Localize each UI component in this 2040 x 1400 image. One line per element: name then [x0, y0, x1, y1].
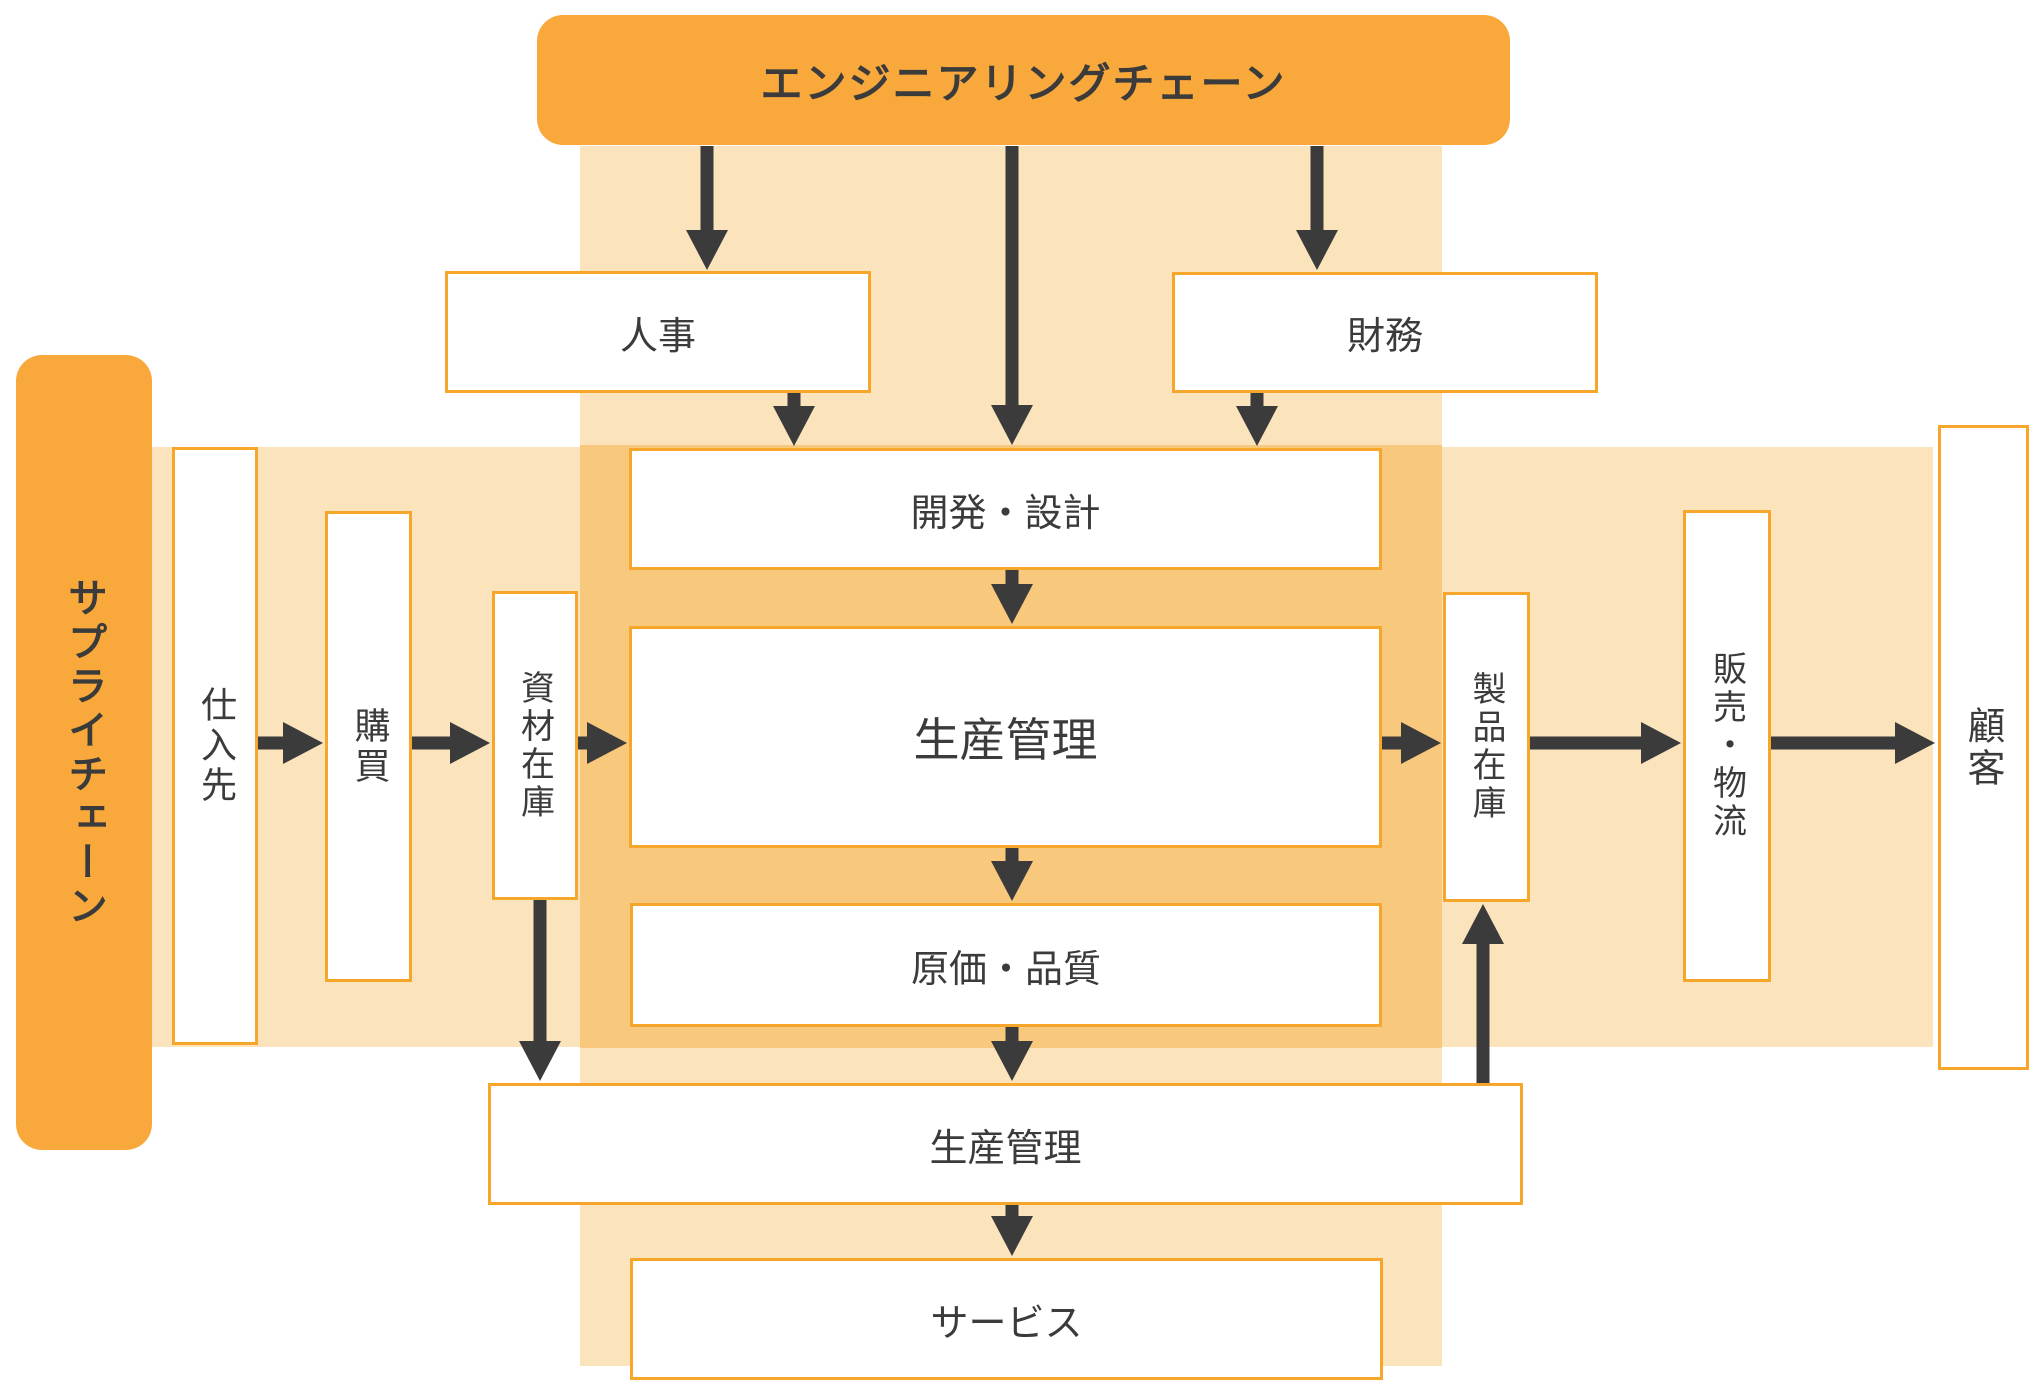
node-finance-label: 財務: [1346, 314, 1423, 358]
node-production-mgmt-lower-label: 生産管理: [929, 1125, 1082, 1170]
node-product-inventory: 製品在庫: [1443, 592, 1530, 902]
node-supplier-label: 仕入先: [195, 686, 236, 806]
engineering-chain-label: エンジニアリングチェーン: [537, 15, 1510, 145]
node-material-inventory: 資材在庫: [492, 591, 578, 900]
node-cost-quality: 原価・品質: [630, 903, 1382, 1027]
node-hr-label: 人事: [619, 313, 696, 358]
supply-chain-label: サプライチェーン: [16, 355, 152, 1150]
node-supplier: 仕入先: [172, 447, 258, 1045]
engineering-chain-text: エンジニアリングチェーン: [760, 58, 1287, 108]
node-finance: 財務: [1172, 272, 1598, 393]
node-purchasing: 購買: [325, 511, 412, 982]
node-production-mgmt-upper-label: 生産管理: [913, 713, 1098, 767]
node-dev-design: 開発・設計: [629, 448, 1382, 570]
node-product-inventory-label: 製品在庫: [1466, 671, 1506, 823]
node-production-mgmt-upper: 生産管理: [629, 626, 1382, 848]
node-service-label: サービス: [930, 1300, 1083, 1345]
node-material-inventory-label: 資材在庫: [514, 669, 555, 822]
node-production-mgmt-lower: 生産管理: [488, 1083, 1523, 1205]
node-customer-label: 顧客: [1961, 705, 2005, 790]
node-customer: 顧客: [1938, 425, 2029, 1070]
node-cost-quality-label: 原価・品質: [910, 946, 1101, 991]
node-hr: 人事: [445, 271, 871, 393]
node-sales-logistics: 販売・物流: [1683, 510, 1771, 982]
supply-chain-text: サプライチェーン: [61, 576, 107, 929]
node-sales-logistics-label: 販売・物流: [1706, 651, 1747, 841]
node-purchasing-label: 購買: [348, 706, 390, 787]
node-dev-design-label: 開発・設計: [910, 490, 1101, 535]
node-service: サービス: [630, 1258, 1383, 1380]
